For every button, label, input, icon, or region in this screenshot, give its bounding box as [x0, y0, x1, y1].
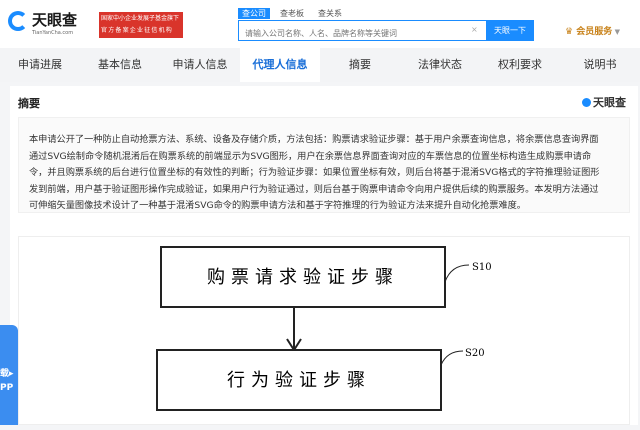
- chevron-down-icon: ▼: [612, 28, 621, 36]
- section-title: 摘要: [18, 97, 40, 110]
- logo-mark-icon: [8, 11, 28, 31]
- tab-abstract[interactable]: 摘要: [349, 58, 371, 71]
- flowchart: 购票请求验证步骤 S10 行为验证步骤 S20: [156, 246, 492, 411]
- abstract-text: 本申请公开了一种防止自动抢票方法、系统、设备及存储介质，方法包括：购票请求验证步…: [18, 117, 630, 213]
- abstract-line: 可伸缩矢量图像技术设计了一种基于混淆SVG命令的购票申请方法和基于字符推理的行为…: [29, 200, 526, 211]
- widget-line: PP: [0, 383, 14, 393]
- step-label-s10: S10: [472, 262, 492, 273]
- search-button[interactable]: 天眼一下: [486, 20, 534, 41]
- search-tab-company[interactable]: 查公司: [238, 8, 270, 19]
- step-text-s10: 购票请求验证步骤: [207, 267, 399, 288]
- crown-icon: ♛: [565, 27, 577, 37]
- banner-line: 官方备案企业征信机构: [101, 27, 174, 34]
- watermark-text: 天眼查: [593, 96, 626, 109]
- tab-agent-info[interactable]: 代理人信息: [240, 48, 320, 82]
- leader-line: [444, 264, 470, 283]
- abstract-figure: 购票请求验证步骤 S10 行为验证步骤 S20: [18, 236, 630, 425]
- vip-service-menu[interactable]: ♛ 会员服务 ▼: [565, 24, 620, 37]
- search-tab-relation[interactable]: 查关系: [318, 9, 342, 18]
- abstract-line: 发到前端，用户基于验证图形操作完成验证，如果用户行为验证通过，则后台基于购票申请…: [29, 183, 599, 195]
- widget-line: 载▸: [0, 369, 14, 379]
- patent-nav-tabs: 申请进展 基本信息 申请人信息 代理人信息 摘要 法律状态 权利要求 说明书: [0, 48, 640, 82]
- watermark-logo: 天眼查: [582, 94, 626, 110]
- vip-label: 会员服务: [576, 27, 613, 37]
- search-box: × 天眼一下: [238, 20, 534, 43]
- step-box-s20: [156, 349, 442, 411]
- official-banner: 国家中小企业发展子基金旗下 官方备案企业征信机构: [99, 12, 183, 38]
- tab-legal-status[interactable]: 法律状态: [418, 58, 462, 71]
- step-text-s20: 行为验证步骤: [227, 370, 371, 391]
- tab-basic-info[interactable]: 基本信息: [98, 58, 142, 71]
- search-tab-boss[interactable]: 查老板: [280, 9, 304, 18]
- logo-name: 天眼查: [32, 11, 78, 29]
- tab-application-progress[interactable]: 申请进展: [18, 58, 62, 71]
- search-tabs: 查公司 查老板 查关系: [238, 8, 346, 19]
- logo-domain: TianYanCha.com: [32, 30, 74, 36]
- leader-line: [440, 350, 464, 366]
- clear-icon[interactable]: ×: [471, 25, 478, 34]
- download-app-widget[interactable]: 载▸ PP: [0, 325, 18, 425]
- abstract-line: 通过SVG绘制命令随机混淆后在购票系统的前端显示为SVG图形，用户在余票信息界面…: [29, 150, 592, 162]
- abstract-line: 本申请公开了一种防止自动抢票方法、系统、设备及存储介质，方法包括：购票请求验证步…: [29, 134, 599, 145]
- header: 天眼查 TianYanCha.com 国家中小企业发展子基金旗下 官方备案企业征…: [0, 0, 640, 48]
- abstract-line: 令，并且购票系统的后台进行位置坐标的有效性的判断；行为验证步骤：如果位置坐标有效…: [29, 167, 600, 178]
- tianyancha-logo[interactable]: 天眼查 TianYanCha.com: [8, 9, 78, 39]
- tab-description[interactable]: 说明书: [583, 58, 617, 71]
- logo-mark-icon: [582, 98, 591, 107]
- banner-line: 国家中小企业发展子基金旗下: [101, 15, 180, 22]
- step-label-s20: S20: [465, 348, 485, 359]
- tab-applicant-info[interactable]: 申请人信息: [172, 58, 228, 71]
- tab-claims[interactable]: 权利要求: [498, 58, 542, 71]
- search-input[interactable]: [239, 24, 459, 43]
- step-box-s10: [160, 246, 446, 308]
